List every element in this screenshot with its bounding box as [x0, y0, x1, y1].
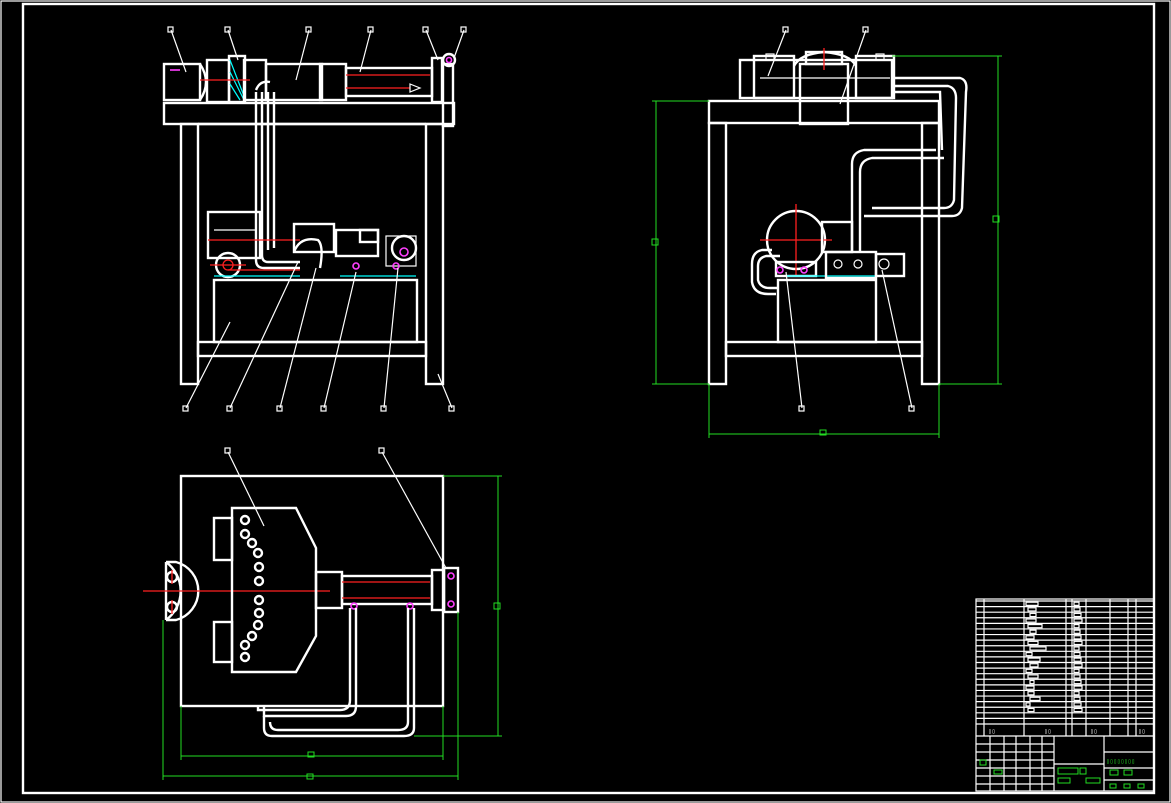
parts-list-entry — [1073, 640, 1083, 646]
parts-list-entry — [1029, 696, 1041, 702]
parts-list-entry — [1029, 612, 1037, 618]
parts-list-entry — [1025, 685, 1035, 690]
parts-list-entry — [1073, 657, 1082, 662]
top-pipes — [256, 608, 416, 738]
parts-header-col3: ▯▯ — [1090, 728, 1097, 735]
parts-header-col1: ▯▯ — [988, 728, 995, 735]
parts-list-entry — [1027, 607, 1037, 612]
parts-list-entry — [1073, 635, 1082, 640]
parts-list-entry — [1029, 629, 1037, 634]
parts-header-col4: ▯▯ — [1138, 728, 1145, 735]
title-block-green-marks — [979, 759, 1145, 789]
parts-list-entry — [1073, 663, 1083, 668]
parts-list-entry — [1073, 601, 1080, 606]
side-view — [651, 26, 1002, 438]
side-top-mechanism — [738, 48, 896, 126]
title-block: ▯▯ ▯▯ ▯▯ ▯▯ — [975, 598, 1155, 792]
front-table-frame — [162, 101, 456, 386]
front-view — [162, 26, 467, 412]
parts-list-entry — [1027, 623, 1043, 629]
parts-list-entry — [1025, 651, 1033, 657]
title-block-grid — [976, 735, 1154, 791]
side-dimensions — [651, 55, 1002, 438]
parts-list-entry — [1025, 601, 1039, 606]
parts-list-entry — [1027, 657, 1041, 662]
parts-list-entry — [1073, 623, 1080, 629]
parts-list-entry — [1073, 702, 1082, 707]
drawing-title: ▯▯▯▯▯▯▯▯ — [1106, 758, 1135, 765]
top-dimensions — [162, 475, 502, 780]
parts-list-entry — [1073, 651, 1081, 657]
parts-list-entry — [1029, 646, 1047, 651]
parts-list-entry — [1025, 668, 1033, 674]
top-cylinder — [314, 566, 460, 614]
side-leaders — [767, 26, 915, 412]
parts-list-entry — [1073, 668, 1080, 674]
parts-list-entry — [1025, 618, 1037, 623]
parts-list-entry — [1027, 640, 1039, 646]
front-motor-pump — [206, 210, 418, 279]
parts-list-entry — [1073, 707, 1083, 713]
parts-list-header: ▯▯ ▯▯ ▯▯ ▯▯ — [988, 728, 1145, 735]
parts-list-entry — [1073, 646, 1080, 651]
parts-list-entry — [1073, 612, 1082, 618]
parts-list-entry — [1025, 635, 1035, 640]
parts-list-rows — [976, 600, 1154, 725]
parts-list-entry — [1073, 696, 1081, 702]
front-top-mechanism — [162, 52, 457, 128]
side-pipes — [850, 76, 968, 252]
parts-list-entry — [1073, 685, 1083, 690]
valve-ports — [239, 514, 265, 663]
parts-list-entry — [1073, 691, 1080, 696]
top-valve-block — [212, 506, 318, 674]
parts-list-entry — [1073, 674, 1081, 679]
parts-header-col2: ▯▯ — [1044, 728, 1051, 735]
parts-list-entry — [1073, 618, 1083, 623]
parts-list-entry — [1027, 674, 1039, 679]
front-balloons — [167, 26, 467, 412]
parts-list-entry — [1073, 629, 1081, 634]
parts-list-entry — [1027, 691, 1035, 696]
parts-list-entry — [1073, 607, 1081, 612]
parts-list-entry — [1073, 679, 1082, 685]
side-motor-pump — [750, 204, 906, 296]
parts-list-entry — [1027, 707, 1035, 713]
top-view — [143, 447, 502, 780]
front-pipes — [254, 80, 300, 270]
top-leaders — [224, 447, 447, 569]
parts-list-entry — [1029, 679, 1035, 685]
parts-list-entry — [1029, 663, 1039, 668]
front-leaders — [170, 29, 465, 409]
parts-list-entry — [1025, 702, 1031, 707]
